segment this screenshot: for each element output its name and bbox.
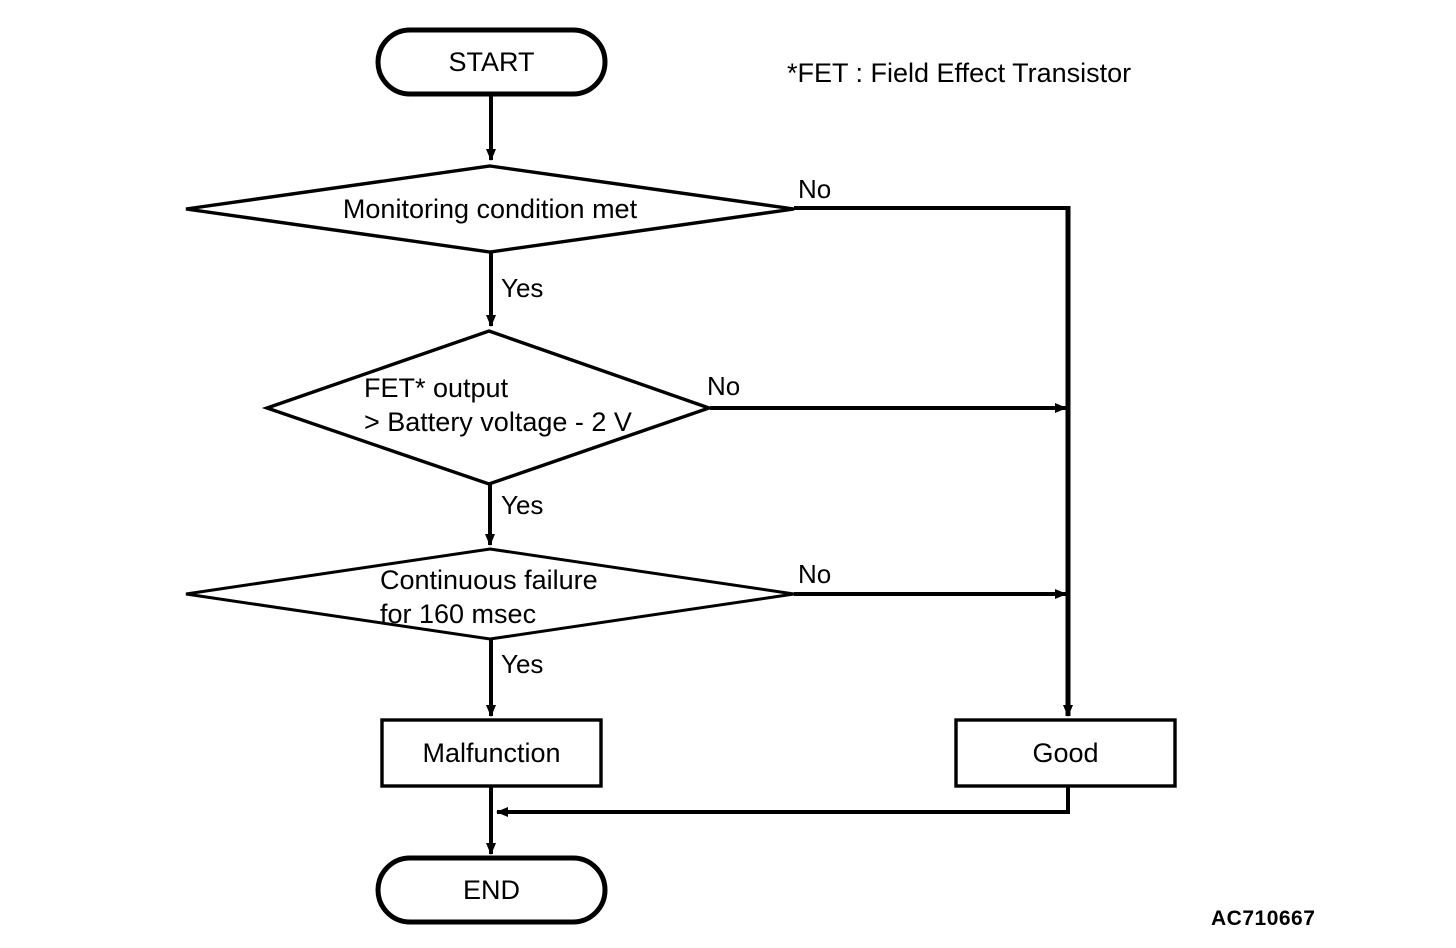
good-box-shape: [954, 718, 1177, 788]
edge-label-monitoring-no: No: [798, 174, 832, 204]
malfunction-box-node[interactable]: [382, 720, 601, 786]
edge-label-fet-no: No: [707, 371, 741, 401]
malfunction-box-shape: [380, 718, 603, 788]
end-terminator-node[interactable]: [378, 858, 605, 922]
fet-footnote-text: *FET : Field Effect Transistor: [787, 58, 1132, 88]
figure-id-label: AC710667: [1211, 907, 1316, 930]
edge-label-continuous-no: No: [798, 559, 832, 589]
start-terminator-node[interactable]: [378, 30, 605, 94]
decision-monitoring-node[interactable]: [186, 166, 794, 252]
decision-continuous-node[interactable]: [186, 549, 794, 639]
edge-label-continuous-yes: Yes: [501, 649, 544, 679]
decision-fet-node[interactable]: [267, 331, 709, 484]
good-box-node[interactable]: [956, 720, 1175, 786]
edge-label-fet-yes: Yes: [501, 490, 544, 520]
end-terminator-shape: [375, 855, 608, 925]
edge-label-monitoring-yes: Yes: [501, 273, 544, 303]
edge-good-to-end-join: [496, 786, 1070, 817]
